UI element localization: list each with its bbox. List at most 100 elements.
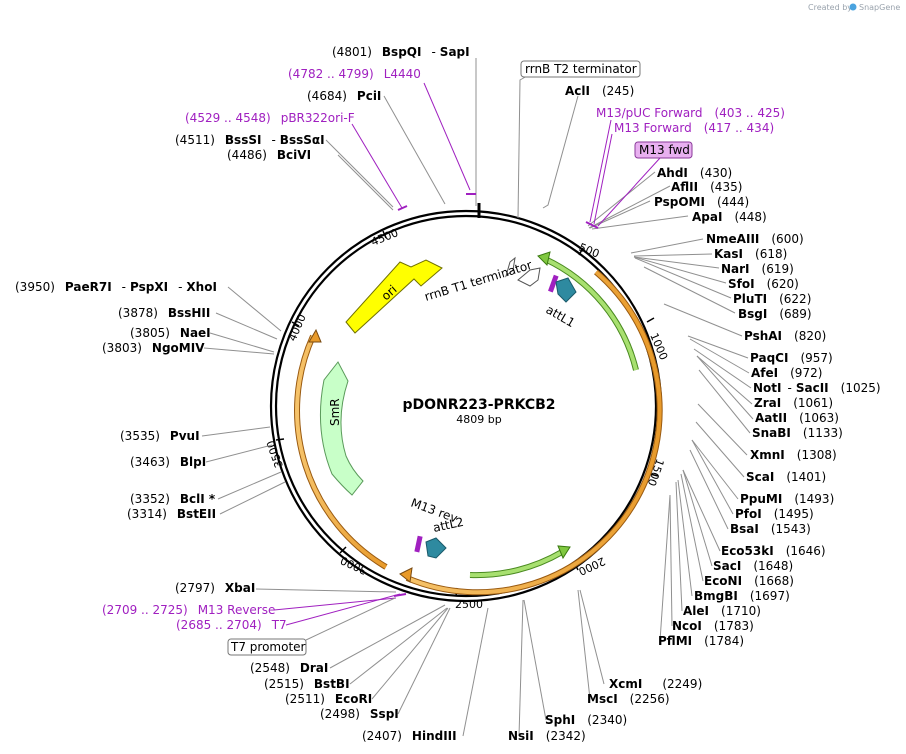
enzyme-label: XmnI(1308) [750, 448, 837, 462]
enzyme-label: ApaI(448) [692, 210, 767, 224]
tick-mark [649, 473, 659, 477]
tick-label: 2500 [455, 598, 483, 611]
attl2-arrow [425, 537, 447, 559]
enzyme-label: NcoI(1783) [672, 619, 754, 633]
orange-arc-right [405, 269, 663, 596]
m13-fwd-box [634, 141, 693, 159]
leader-line [587, 171, 656, 227]
m13-fwd-label: M13 fwd [639, 143, 690, 157]
tick-label: 500 [577, 241, 601, 261]
enzyme-label: (4511)BssSI-BssSαI [175, 133, 325, 147]
enzyme-label: NsiI(2342) [508, 729, 586, 743]
enzyme-label: (2498)SspI [320, 707, 399, 721]
credit-prefix: Created by [808, 3, 852, 12]
leader-line [696, 355, 754, 420]
primer-label: (4782 .. 4799)L4440 [288, 67, 421, 81]
tick-label: 4500 [369, 226, 400, 249]
primer-mark [585, 221, 599, 229]
enzyme-label: PspOMI(444) [654, 195, 749, 209]
leader-line [695, 421, 745, 478]
leader-line [305, 597, 396, 641]
attl1-arrow [555, 277, 577, 303]
leader-line [255, 588, 397, 593]
green-arc-top-fill [544, 257, 638, 371]
plasmid-length: 4809 bp [456, 413, 501, 426]
enzyme-label: BmgBI(1697) [694, 589, 790, 603]
leader-line [215, 312, 278, 340]
tick-mark [291, 321, 300, 327]
primer-leader-line [273, 597, 397, 611]
enzyme-label: (3314)BstEII [127, 507, 216, 521]
leader-line [669, 494, 673, 627]
ori-arrow [345, 259, 443, 334]
orange-arrowhead-left [308, 328, 322, 343]
primer-labels: (4782 .. 4799)L4440 (4529 .. 4548)pBR322… [102, 67, 785, 632]
enzyme-label: (4684)PciI [307, 89, 381, 103]
rrnb-t1-label: rrnB T1 terminator [423, 258, 534, 304]
enzyme-label: AflII(435) [671, 180, 742, 194]
enzyme-label: KasI(618) [714, 247, 787, 261]
green-arc-bottom-fill [469, 550, 564, 578]
leader-line [691, 439, 734, 515]
enzyme-label: (2511)EcoRI [285, 692, 372, 706]
primer-leader-line [351, 123, 403, 209]
leader-line [205, 444, 273, 463]
leader-line [523, 599, 547, 721]
enzyme-label: MscI(2256) [587, 692, 670, 706]
primer-label: (4529 .. 4548)pBR322ori-F [185, 111, 355, 125]
leader-line [217, 471, 282, 500]
terminator-t1-icon [517, 267, 541, 287]
primer-leader-line [593, 133, 613, 225]
leader-line [203, 347, 275, 355]
enzyme-label: AclI(245) [565, 84, 634, 98]
leader-line [687, 335, 749, 359]
leader-line [698, 369, 751, 434]
enzyme-label: NotI-SacII(1025) [753, 381, 881, 395]
leader-line [633, 253, 713, 257]
enzyme-label: PaqCI(957) [750, 351, 833, 365]
snapgene-credit: Created by SnapGene [808, 3, 900, 12]
attl2-label: attL2 [432, 515, 465, 535]
tick-mark [578, 247, 584, 256]
leader-line [643, 266, 736, 314]
leader-line [579, 589, 605, 685]
enzyme-label: ScaI(1401) [746, 470, 826, 484]
boxed-labels: rrnB T2 terminator T7 promoter M13 fwd [227, 60, 693, 656]
leader-line [383, 95, 446, 205]
leader-line [697, 403, 748, 456]
enzyme-label: SfoI(620) [728, 277, 799, 291]
enzyme-label: BsaI(1543) [730, 522, 811, 536]
left-enzyme-labels: (4801)BspQI-SapI (4684)PciI (4511)BssSI-… [15, 45, 470, 743]
leader-line [462, 607, 489, 737]
credit-brand: SnapGene [859, 3, 900, 12]
enzyme-label: AhdI(430) [657, 166, 732, 180]
primer-leader-line [597, 157, 661, 227]
leader-line [325, 139, 394, 208]
leader-line [630, 238, 704, 254]
leader-line [517, 75, 528, 219]
orange-arc-right-fill [406, 270, 662, 595]
snapgene-logo-icon [849, 3, 857, 11]
enzyme-label: SnaBI(1133) [752, 426, 843, 440]
tick-mark [339, 546, 347, 554]
leader-line [634, 257, 732, 299]
enzyme-label: (3805)NaeI [130, 326, 211, 340]
enzyme-label: SphI(2340) [545, 713, 627, 727]
enzyme-label: (3352)BclI * [130, 492, 216, 506]
enzyme-label: XcmI(2249) [609, 677, 702, 691]
leader-line [680, 473, 704, 582]
enzyme-label: ZraI(1061) [754, 396, 833, 410]
leader-line [663, 303, 743, 337]
orange-arc-left-fill [295, 335, 388, 569]
primer-label: M13 Forward(417 .. 434) [614, 121, 774, 135]
leader-line [696, 355, 753, 405]
green-arrowhead-top [537, 251, 551, 266]
enzyme-label: PfoI(1495) [735, 507, 814, 521]
leader-line [329, 604, 446, 669]
smr-label: SmR [328, 398, 342, 426]
primer-label: (2685 .. 2704)T7 [176, 618, 287, 632]
primer-label: (2709 .. 2725)M13 Reverse [102, 603, 275, 617]
leader-line [682, 469, 713, 567]
primer-leader-line [423, 82, 471, 191]
